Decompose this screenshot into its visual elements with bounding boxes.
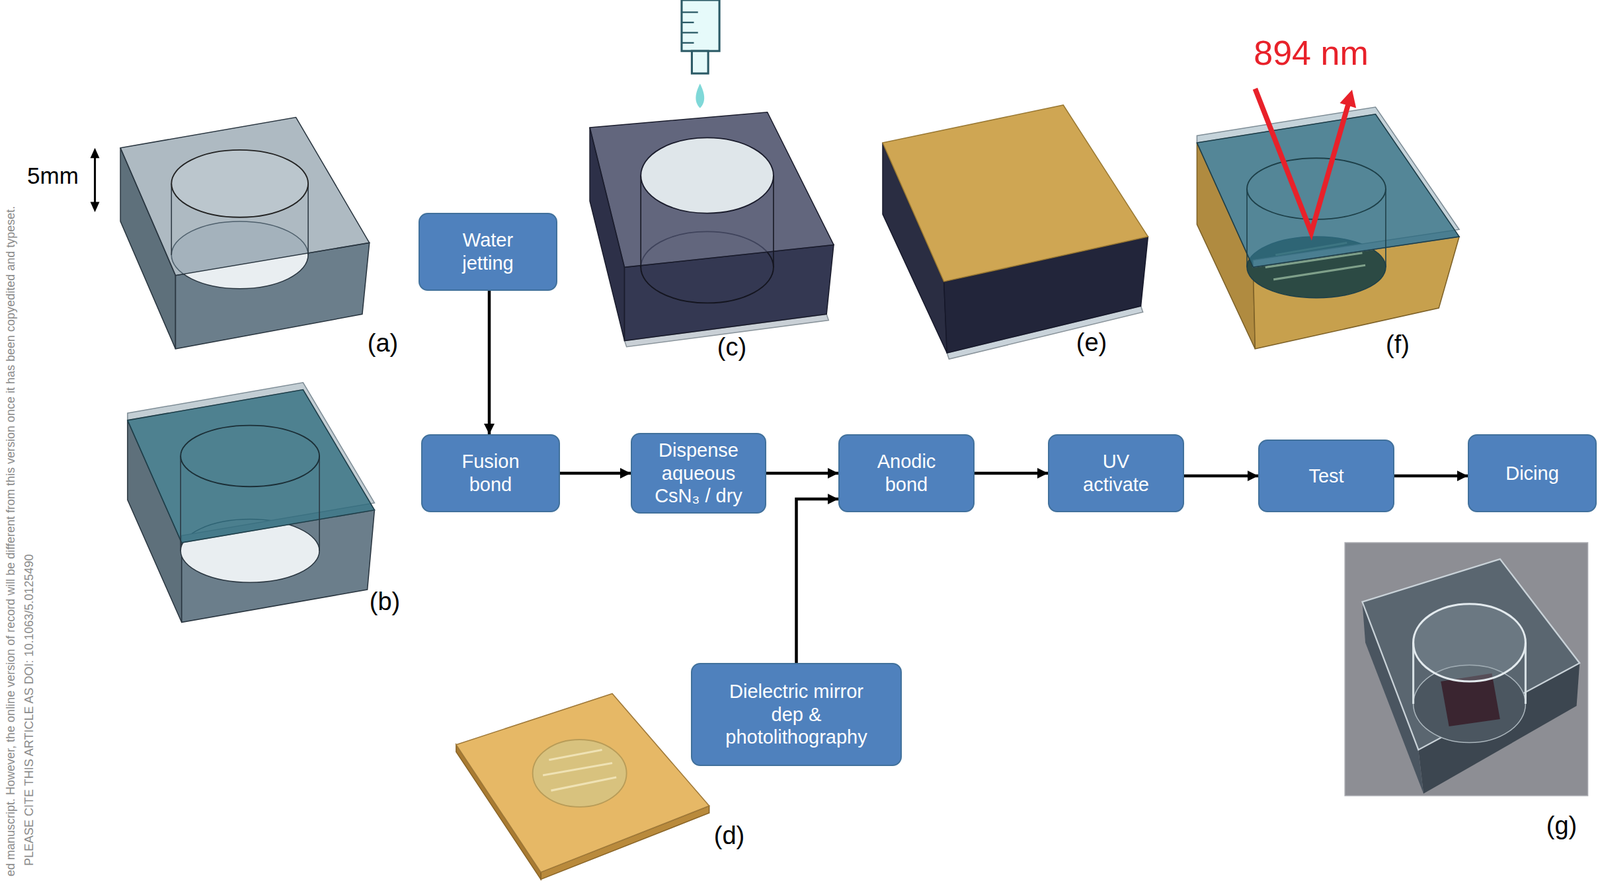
- flow-arrow: [974, 472, 1048, 476]
- panel-letter: (a): [367, 328, 399, 360]
- dispense-cube: [589, 112, 834, 348]
- illustration-group: [90, 0, 1589, 880]
- panel-letter: (g): [1546, 811, 1577, 842]
- step-label: Fusion bond: [444, 450, 537, 497]
- bonded-cube: [127, 382, 375, 623]
- dispense-cube: [640, 137, 774, 213]
- bonded-cube: [179, 456, 182, 552]
- syringe: [695, 83, 705, 109]
- flow-arrow: [766, 472, 839, 476]
- bonded-cube: [127, 390, 375, 544]
- glass-cube: [120, 117, 370, 276]
- mirror-wafer: [548, 749, 602, 760]
- wavelength-label: 894 nm: [1253, 32, 1368, 74]
- mirror-wafer: [456, 694, 710, 880]
- step-label: UV activate: [1069, 450, 1163, 497]
- bonded-cube: [127, 382, 375, 543]
- vapor-cell: [1196, 107, 1460, 268]
- panel-letter: (d): [714, 821, 745, 852]
- device-photo: [1344, 542, 1588, 797]
- vapor-cell: [1273, 265, 1366, 280]
- dispense-cube: [589, 112, 834, 268]
- dimension-arrow: [93, 155, 96, 206]
- bonded-cube: [180, 425, 320, 488]
- device-photo: [1413, 604, 1526, 682]
- step-label: Water jetting: [438, 228, 538, 276]
- process-box: UV activate: [1047, 434, 1185, 513]
- panel-letter: (e): [1076, 327, 1107, 359]
- dimension-arrow: [90, 202, 100, 213]
- step-label: Anodic bond: [860, 450, 953, 497]
- watermark: PLEASE CITE THIS ARTICLE AS DOI: 10.1063…: [22, 554, 38, 867]
- syringe: [681, 21, 695, 24]
- process-box: Fusion bond: [421, 434, 560, 513]
- anodic-bonded-cube: [882, 105, 1148, 282]
- laser-beam: [1254, 88, 1348, 233]
- process-box: Dispense aqueous CsN₃ / dry: [630, 433, 767, 514]
- process-box: Test: [1258, 439, 1395, 513]
- panel-letter: (b): [369, 587, 400, 618]
- syringe: [681, 11, 699, 13]
- step-label: Dispense aqueous CsN₃ / dry: [652, 439, 746, 508]
- step-label: Dicing: [1505, 462, 1560, 486]
- dispense-cube: [772, 175, 775, 268]
- syringe: [681, 0, 720, 109]
- syringe: [691, 50, 709, 74]
- dimension-label: 5mm: [27, 161, 79, 190]
- syringe: [681, 0, 720, 51]
- flow-arrow: [796, 499, 840, 664]
- dispense-cube: [640, 175, 642, 268]
- flow-arrow: [487, 290, 492, 435]
- glass-cube: [171, 150, 309, 218]
- device-photo: [1344, 542, 1588, 797]
- process-box: Anodic bond: [838, 434, 975, 513]
- vapor-cell: [1246, 189, 1248, 268]
- laser-beam: [1339, 89, 1357, 109]
- device-photo: [1344, 542, 1588, 797]
- watermark: ed manuscript. However, the online versi…: [3, 206, 19, 877]
- laser-beam: [1254, 88, 1357, 233]
- flow-arrow: [560, 472, 631, 476]
- glass-cube: [120, 117, 370, 349]
- process-box: Dielectric mirror dep & photolithography: [690, 663, 902, 767]
- flow-arrow: [1184, 474, 1259, 479]
- glass-cube: [307, 183, 309, 256]
- step-label: Dielectric mirror dep & photolithography: [720, 680, 873, 750]
- flow-arrow: [1394, 474, 1468, 479]
- mirror-wafer: [550, 777, 617, 791]
- panel-letter: (c): [717, 332, 747, 363]
- step-label: Test: [1308, 464, 1344, 488]
- process-box: Water jetting: [418, 212, 558, 291]
- syringe: [681, 31, 699, 34]
- mirror-wafer: [542, 762, 613, 776]
- bonded-cube: [318, 456, 320, 552]
- process-box: Dicing: [1467, 434, 1597, 513]
- anodic-bonded-cube: [882, 105, 1148, 360]
- device-photo: [1361, 559, 1580, 751]
- glass-cube: [171, 183, 173, 256]
- mirror-wafer: [456, 694, 710, 873]
- vapor-cell: [1385, 189, 1387, 268]
- syringe: [681, 42, 695, 44]
- dimension-arrow: [90, 148, 100, 159]
- vapor-cell: [1196, 114, 1460, 268]
- dimension-arrow: [90, 148, 100, 213]
- mirror-wafer: [532, 739, 627, 808]
- panel-letter: (f): [1385, 329, 1410, 361]
- vapor-cell: [1196, 107, 1460, 350]
